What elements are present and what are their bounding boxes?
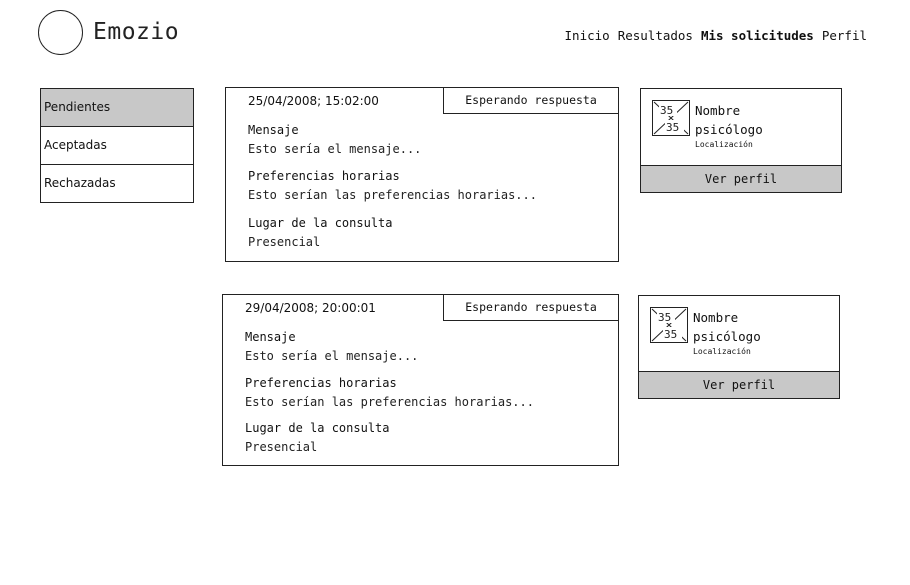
request-card: 29/04/2008; 20:00:01 Esperando respuesta…: [222, 294, 619, 466]
psychologist-photo-placeholder-icon: 35 35: [650, 307, 688, 343]
sidebar-item-pendientes[interactable]: Pendientes: [41, 89, 193, 127]
psychologist-name-line2: psicólogo: [695, 122, 763, 137]
psychologist-location: Localización: [693, 347, 751, 356]
psychologist-card: 35 35 Nombre psicólogo Localización Ver …: [640, 88, 842, 193]
preferences-text: Esto serían las preferencias horarias...: [245, 395, 534, 409]
nav-perfil[interactable]: Perfil: [821, 28, 867, 43]
preferences-text: Esto serían las preferencias horarias...: [248, 188, 537, 202]
nav-resultados[interactable]: Resultados: [617, 28, 693, 43]
svg-text:35: 35: [666, 121, 679, 134]
psychologist-name-line1: Nombre: [695, 103, 741, 118]
status-badge: Esperando respuesta: [443, 294, 619, 321]
message-text: Esto sería el mensaje...: [245, 349, 419, 363]
sidebar-item-rechazadas[interactable]: Rechazadas: [44, 176, 116, 190]
svg-text:35: 35: [664, 328, 677, 341]
request-datetime: 29/04/2008; 20:00:01: [245, 301, 376, 315]
psychologist-location: Localización: [695, 140, 753, 149]
nav-mis-solicitudes[interactable]: Mis solicitudes: [700, 28, 814, 43]
sidebar-item-aceptadas[interactable]: Aceptadas: [41, 127, 193, 165]
psychologist-name: Nombre psicólogo: [695, 101, 763, 139]
status-badge: Esperando respuesta: [443, 87, 619, 114]
psychologist-card: 35 35 Nombre psicólogo Localización Ver …: [638, 295, 840, 399]
place-text: Presencial: [248, 235, 321, 249]
request-card: 25/04/2008; 15:02:00 Esperando respuesta…: [225, 87, 619, 262]
view-profile-button[interactable]: Ver perfil: [638, 371, 840, 399]
place-label: Lugar de la consulta: [245, 421, 390, 435]
psychologist-name-line2: psicólogo: [693, 329, 761, 344]
psychologist-photo-placeholder-icon: 35 35: [652, 100, 690, 136]
requests-filter-sidebar: Pendientes Aceptadas Rechazadas: [40, 88, 194, 203]
view-profile-button[interactable]: Ver perfil: [640, 165, 842, 193]
request-datetime: 25/04/2008; 15:02:00: [248, 94, 379, 108]
nav-inicio[interactable]: Inicio: [564, 28, 610, 43]
message-label: Mensaje: [248, 123, 299, 137]
preferences-label: Preferencias horarias: [248, 169, 400, 183]
logo-icon[interactable]: [38, 10, 83, 55]
psychologist-name-line1: Nombre: [693, 310, 739, 325]
message-text: Esto sería el mensaje...: [248, 142, 422, 156]
message-label: Mensaje: [245, 330, 296, 344]
top-nav: Inicio Resultados Mis solicitudes Perfil: [565, 28, 867, 43]
svg-text:35: 35: [660, 104, 673, 117]
brand-name[interactable]: Emozio: [93, 19, 180, 45]
preferences-label: Preferencias horarias: [245, 376, 397, 390]
psychologist-name: Nombre psicólogo: [693, 308, 761, 346]
place-label: Lugar de la consulta: [248, 216, 393, 230]
svg-text:35: 35: [658, 311, 671, 324]
place-text: Presencial: [245, 440, 318, 454]
